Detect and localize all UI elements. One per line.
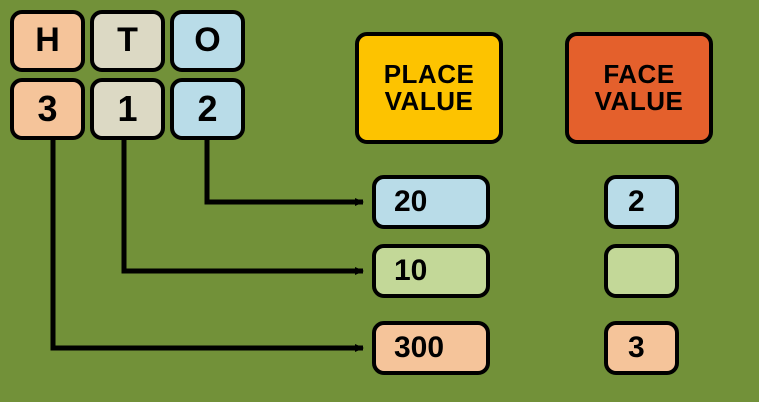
face-value-header-line1: FACE <box>603 58 675 89</box>
place-header-hundreds-label: H <box>35 21 60 60</box>
digit-hundreds: 3 <box>10 78 85 140</box>
digit-tens-label: 1 <box>117 88 138 130</box>
face-value-box-blank <box>604 244 679 298</box>
digit-hundreds-label: 3 <box>37 88 58 130</box>
digit-tens: 1 <box>90 78 165 140</box>
place-value-header-line1: PLACE <box>383 58 475 89</box>
place-header-tens: T <box>90 10 165 72</box>
face-value-box-3: 3 <box>604 321 679 375</box>
place-value-box-300: 300 <box>372 321 490 375</box>
face-value-box-3-label: 3 <box>628 331 645 365</box>
connector-hundreds-to-300 <box>50 140 364 352</box>
place-header-ones: O <box>170 10 245 72</box>
face-value-header: FACE VALUE <box>565 32 713 144</box>
face-value-header-line2: VALUE <box>594 86 684 116</box>
place-value-box-300-label: 300 <box>394 331 445 365</box>
place-value-box-20-label: 20 <box>394 185 428 219</box>
place-header-hundreds: H <box>10 10 85 72</box>
place-value-header: PLACE VALUE <box>355 32 503 144</box>
connector-tens-to-10 <box>121 140 364 275</box>
digit-ones-label: 2 <box>197 88 218 130</box>
place-value-box-20: 20 <box>372 175 490 229</box>
place-header-ones-label: O <box>194 21 221 60</box>
digit-ones: 2 <box>170 78 245 140</box>
place-value-box-10: 10 <box>372 244 490 298</box>
place-value-header-line2: VALUE <box>384 86 474 116</box>
face-value-box-2-label: 2 <box>628 185 645 219</box>
face-value-box-2: 2 <box>604 175 679 229</box>
place-value-box-10-label: 10 <box>394 254 428 288</box>
place-header-tens-label: T <box>117 21 138 60</box>
connector-ones-to-20 <box>204 140 364 206</box>
